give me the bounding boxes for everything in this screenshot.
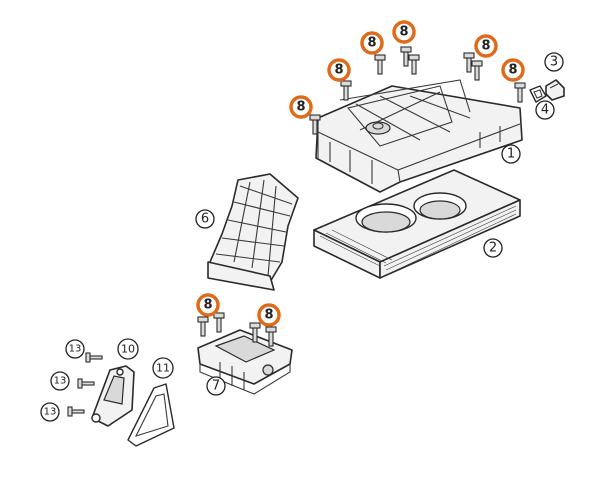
bolt [400,46,412,67]
bolt [197,316,209,337]
callout-8-label: 8 [399,25,408,40]
callout-4: 4 [535,100,555,120]
callout-2: 2 [483,238,503,258]
bolt [463,52,475,73]
callout-8-label: 8 [508,63,517,78]
callout-1-label: 1 [507,147,515,162]
part-clip [545,79,565,101]
callout-4-label: 4 [541,103,549,118]
bolt [340,80,352,101]
bolt [67,406,85,417]
part-airbox-lid [315,79,523,193]
callout-13b: 13 [50,371,70,391]
callout-8-highlighted: 8 [257,303,281,327]
bolt [265,326,277,347]
callout-10-label: 10 [121,343,135,356]
callout-7: 7 [206,376,226,396]
bolt [514,82,526,103]
callout-8-label: 8 [481,39,490,54]
callout-2-label: 2 [489,241,497,256]
bolt [213,312,225,333]
callout-11-label: 11 [156,362,170,375]
callout-8-label: 8 [296,100,305,115]
callout-13a: 13 [65,339,85,359]
callout-13c: 13 [40,402,60,422]
callout-3: 3 [544,52,564,72]
bolts-group [67,46,526,417]
callout-7-label: 7 [212,379,220,394]
callout-13-label: 13 [44,407,57,418]
callout-1: 1 [501,144,521,164]
bolt [309,114,321,135]
bolt [374,54,386,75]
part-air-filter [313,169,521,279]
callout-13-label: 13 [54,376,67,387]
callout-8-highlighted: 8 [501,58,525,82]
callout-11: 11 [152,357,174,379]
bolt [471,60,483,81]
callout-6: 6 [195,209,215,229]
part-gasket [127,383,175,447]
part-intake-duct [207,173,299,291]
callout-8-label: 8 [367,36,376,51]
callout-8-highlighted: 8 [196,293,220,317]
bolt [408,54,420,75]
callout-8-label: 8 [264,308,273,323]
callout-6-label: 6 [201,212,209,227]
part-bracket [91,365,135,427]
bolt [85,352,103,363]
callout-13-label: 13 [69,344,82,355]
bolt [77,378,95,389]
callout-3-label: 3 [550,55,558,70]
part-seal [529,85,547,103]
callout-8-highlighted: 8 [392,20,416,44]
callout-8-highlighted: 8 [474,34,498,58]
callout-10: 10 [117,338,139,360]
callout-8-label: 8 [203,298,212,313]
callout-8-highlighted: 8 [327,58,351,82]
callout-8-highlighted: 8 [360,31,384,55]
callout-8-label: 8 [334,63,343,78]
callout-8-highlighted: 8 [289,95,313,119]
bolt [249,322,261,343]
